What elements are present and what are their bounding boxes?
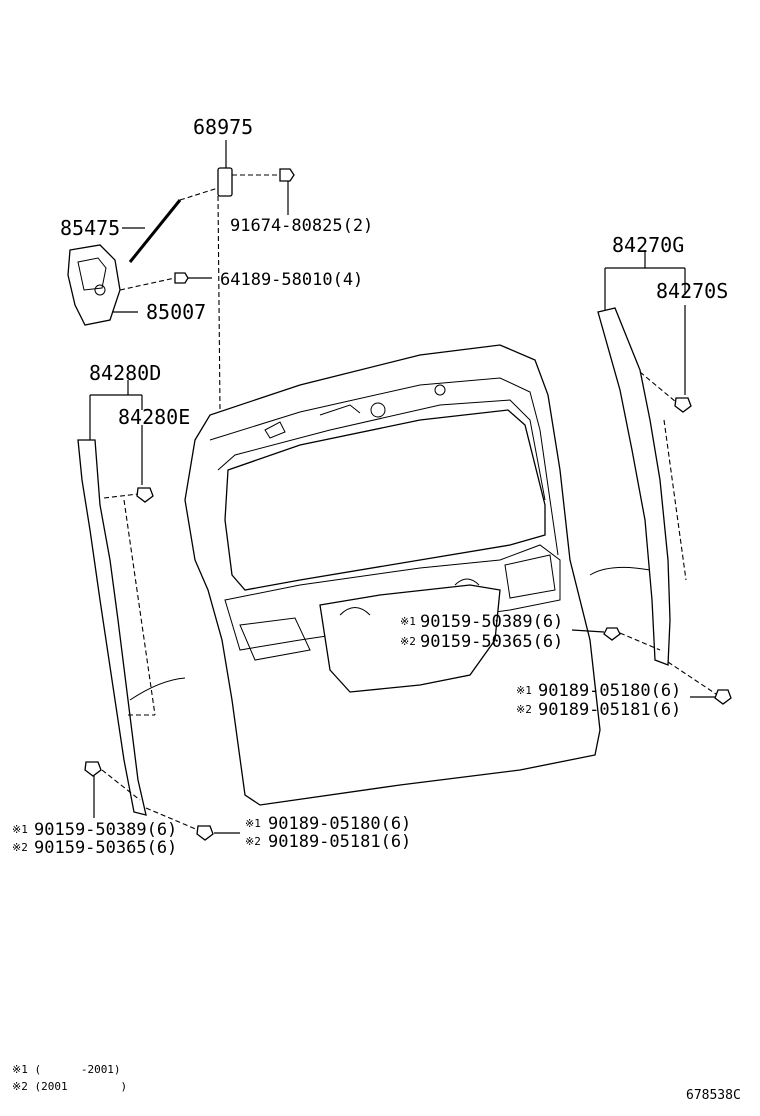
label-85007: 85007: [146, 300, 206, 324]
part-labels: 68975 91674-80825(2) 85475 64189-58010(4…: [12, 115, 728, 858]
label-l-bot2: 90159-50365(6): [34, 838, 177, 858]
mark-c-bot2: ※2: [245, 835, 261, 848]
label-r-low1: 90189-05180(6): [538, 681, 681, 701]
label-91674: 91674-80825(2): [230, 216, 373, 236]
diagram-id: 678538C: [686, 1088, 741, 1103]
label-84280E: 84280E: [118, 405, 190, 429]
label-l-bot1: 90159-50389(6): [34, 820, 177, 840]
label-r-mid1: 90159-50389(6): [420, 612, 563, 632]
legend-line-2: ※2 (2001 ): [12, 1080, 127, 1093]
label-84270S: 84270S: [656, 279, 728, 303]
label-84270G: 84270G: [612, 233, 684, 257]
mark-r-mid2: ※2: [400, 635, 416, 648]
mark-r-low2: ※2: [516, 703, 532, 716]
label-r-mid2: 90159-50365(6): [420, 632, 563, 652]
label-64189: 64189-58010(4): [220, 270, 363, 290]
left-weatherstrip: [77, 380, 240, 841]
mark-l-bot2: ※2: [12, 841, 28, 854]
label-c-bot1: 90189-05180(6): [268, 814, 411, 834]
right-weatherstrip: [571, 250, 732, 705]
mark-r-mid1: ※1: [400, 615, 416, 628]
mark-c-bot1: ※1: [245, 817, 261, 830]
mark-l-bot1: ※1: [12, 823, 28, 836]
label-68975: 68975: [193, 115, 253, 139]
label-r-low2: 90189-05181(6): [538, 700, 681, 720]
back-door-panel: [184, 344, 601, 806]
label-85475: 85475: [60, 216, 120, 240]
legend: ※1 ( -2001) ※2 (2001 ): [12, 1063, 127, 1093]
mark-r-low1: ※1: [516, 684, 532, 697]
label-84280D: 84280D: [89, 361, 161, 385]
hinge-assembly: [67, 140, 295, 411]
label-c-bot2: 90189-05181(6): [268, 832, 411, 852]
legend-line-1: ※1 ( -2001): [12, 1063, 121, 1076]
